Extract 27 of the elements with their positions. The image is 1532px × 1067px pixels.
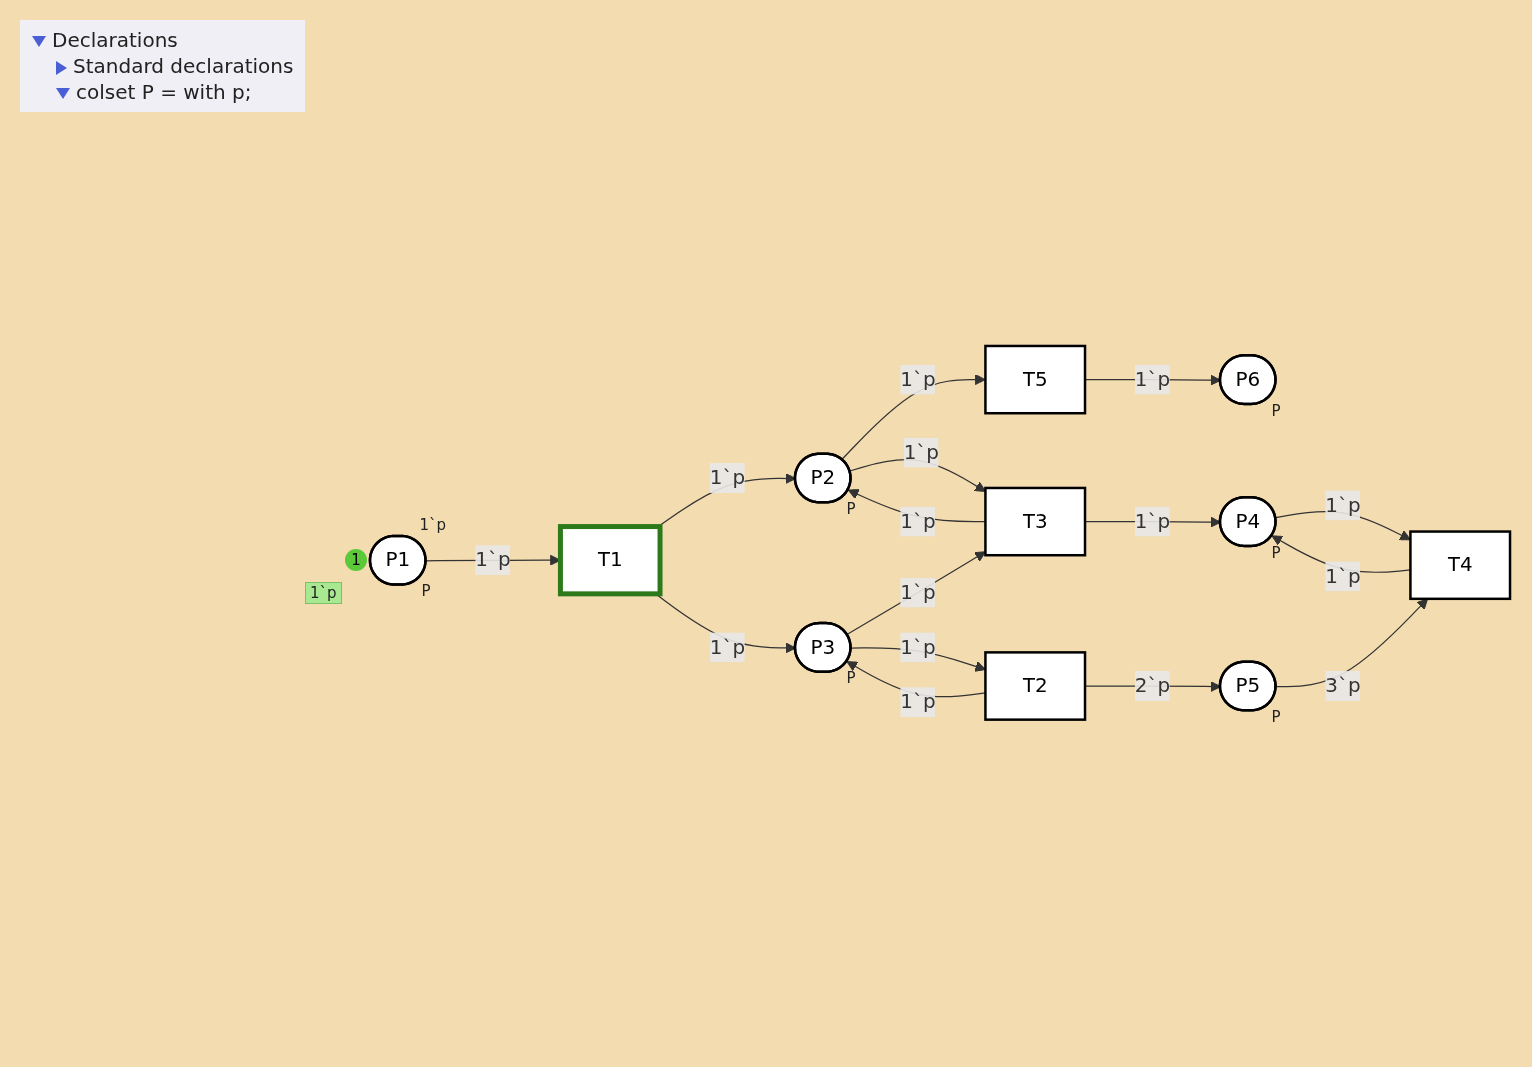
declaration-text: colset P = with p; [76, 80, 252, 104]
edge-label: 2`p [1134, 673, 1171, 697]
edge-label: 1`p [1325, 492, 1361, 517]
node-box: T2 [984, 650, 1087, 721]
edge-label: 1`p [475, 547, 511, 572]
edge-label: 1`p [709, 634, 746, 659]
edge-label: 1`p [900, 634, 936, 659]
node-box: T1 [557, 523, 663, 596]
edge-label: 1`p [900, 508, 936, 533]
edge-label: 1`p [1134, 508, 1171, 533]
arrow [846, 550, 986, 635]
node-box: T5 [984, 344, 1087, 415]
place-annotation: 1`p [419, 515, 447, 534]
token-count-badge: 1 [344, 548, 367, 571]
edge-label: 1`p [900, 579, 936, 604]
declaration-text: Declarations [52, 28, 178, 52]
edge-label: 1`p [903, 439, 939, 464]
node-box: T3 [984, 486, 1087, 557]
edge-label: 1`p [1134, 366, 1171, 391]
edge-label: 3`p [1325, 673, 1361, 697]
declaration-text: Standard declarations [73, 54, 294, 78]
edge-label: 1`p [900, 689, 936, 714]
edge-label: 1`p [900, 366, 936, 391]
marking-label: 1`p [304, 582, 342, 605]
edge-label: 1`p [1325, 563, 1361, 588]
edge-label: 1`p [709, 465, 746, 489]
node-box: T4 [1409, 530, 1512, 600]
